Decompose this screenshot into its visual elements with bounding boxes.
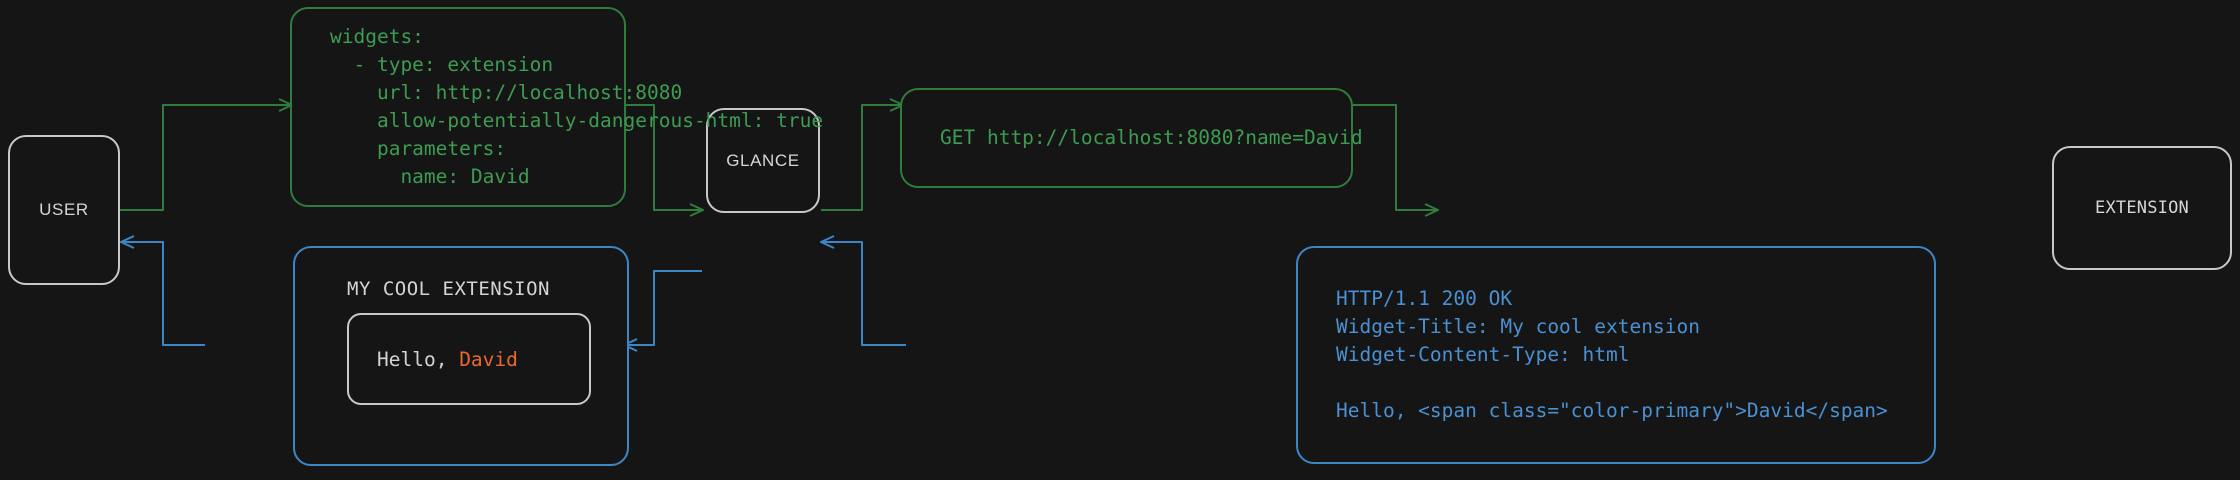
connector-widget-preview-to-user: [122, 242, 205, 346]
panel-config[interactable]: widgets: - type: extension url: http://l…: [290, 7, 823, 207]
node-extension-label: EXTENSION: [2095, 198, 2189, 218]
connector-glance-to-http-request: [821, 105, 902, 211]
panel-widget-preview[interactable]: MY COOL EXTENSION Hello, David: [293, 246, 629, 466]
connector-http-response-to-glance: [822, 242, 906, 346]
widget-preview-body: Hello, David: [347, 313, 591, 405]
widget-preview-title: MY COOL EXTENSION: [347, 278, 550, 300]
widget-greeting: Hello, David: [377, 348, 518, 371]
panel-http-request[interactable]: GET http://localhost:8080?name=David: [900, 88, 1363, 188]
config-yaml-code: widgets: - type: extension url: http://l…: [330, 25, 824, 188]
http-response-code: HTTP/1.1 200 OK Widget-Title: My cool ex…: [1336, 287, 1888, 422]
node-extension[interactable]: EXTENSION: [2052, 146, 2232, 270]
panel-http-response[interactable]: HTTP/1.1 200 OK Widget-Title: My cool ex…: [1296, 246, 1936, 464]
widget-greeting-name: David: [459, 347, 518, 371]
node-glance[interactable]: GLANCE: [706, 108, 820, 213]
node-glance-label: GLANCE: [726, 150, 800, 170]
node-user[interactable]: USER: [8, 135, 120, 285]
widget-greeting-prefix: Hello,: [377, 347, 460, 371]
connector-glance-to-widget-preview: [625, 270, 702, 345]
http-request-code: GET http://localhost:8080?name=David: [940, 126, 1363, 149]
connector-user-to-config: [120, 105, 291, 211]
node-user-label: USER: [39, 200, 89, 219]
connector-http-request-to-extension: [1351, 104, 1437, 210]
